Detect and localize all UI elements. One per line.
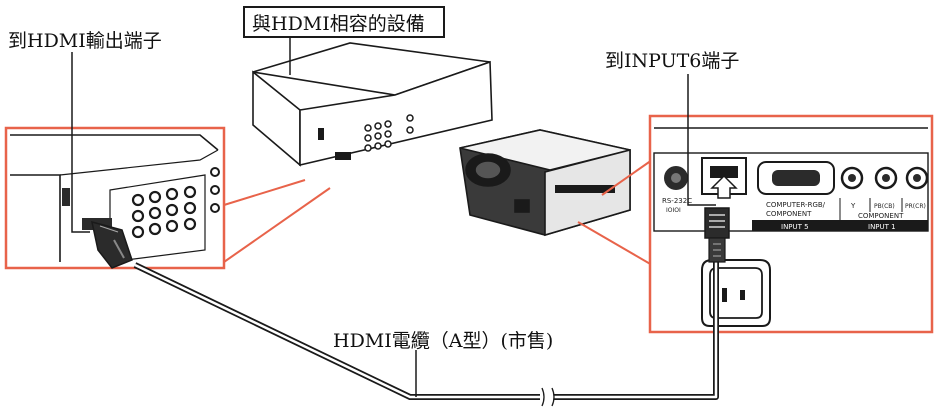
ioi-label: IOIOI: [666, 207, 681, 214]
power-inlet: [701, 259, 771, 327]
hdmi-out-callout-label: 到HDMI輸出端子: [8, 30, 162, 52]
y-label: Y: [850, 202, 856, 210]
hdmi-plug-icon: [91, 220, 133, 269]
hdmi-compatible-device: [252, 42, 493, 167]
hdmi-plug-icon: [704, 207, 730, 263]
compatible-device-title-box: [243, 6, 445, 38]
component-label: COMPONENT: [766, 210, 812, 218]
computer-rgb-label: COMPUTER-RGB/: [766, 201, 826, 209]
projector-panel-closeup: RS-232C IOIOI COMPUTER-RGB/ COMPONENT IN…: [648, 114, 934, 334]
cable-caption: HDMI電纜（A型）(市售): [333, 330, 553, 352]
input5-label: INPUT 5: [781, 223, 809, 231]
pr-label: PR(CR): [905, 203, 926, 210]
compatible-device-title: 與HDMI相容的設備: [252, 13, 425, 35]
hdmi-cable: [133, 232, 719, 400]
av-jacks-grid: [131, 185, 197, 239]
callout-leader-lines: [71, 38, 716, 397]
input1-label: INPUT 1: [868, 223, 896, 231]
cable-break-mark: [540, 387, 555, 407]
rs232c-label: RS-232C: [662, 197, 692, 205]
input6-callout-label: 到INPUT6端子: [605, 50, 739, 72]
component2-label: COMPONENT: [858, 212, 904, 220]
projector: [459, 129, 631, 237]
pb-label: PB(CB): [874, 203, 895, 210]
down-arrow-icon: [710, 174, 738, 199]
